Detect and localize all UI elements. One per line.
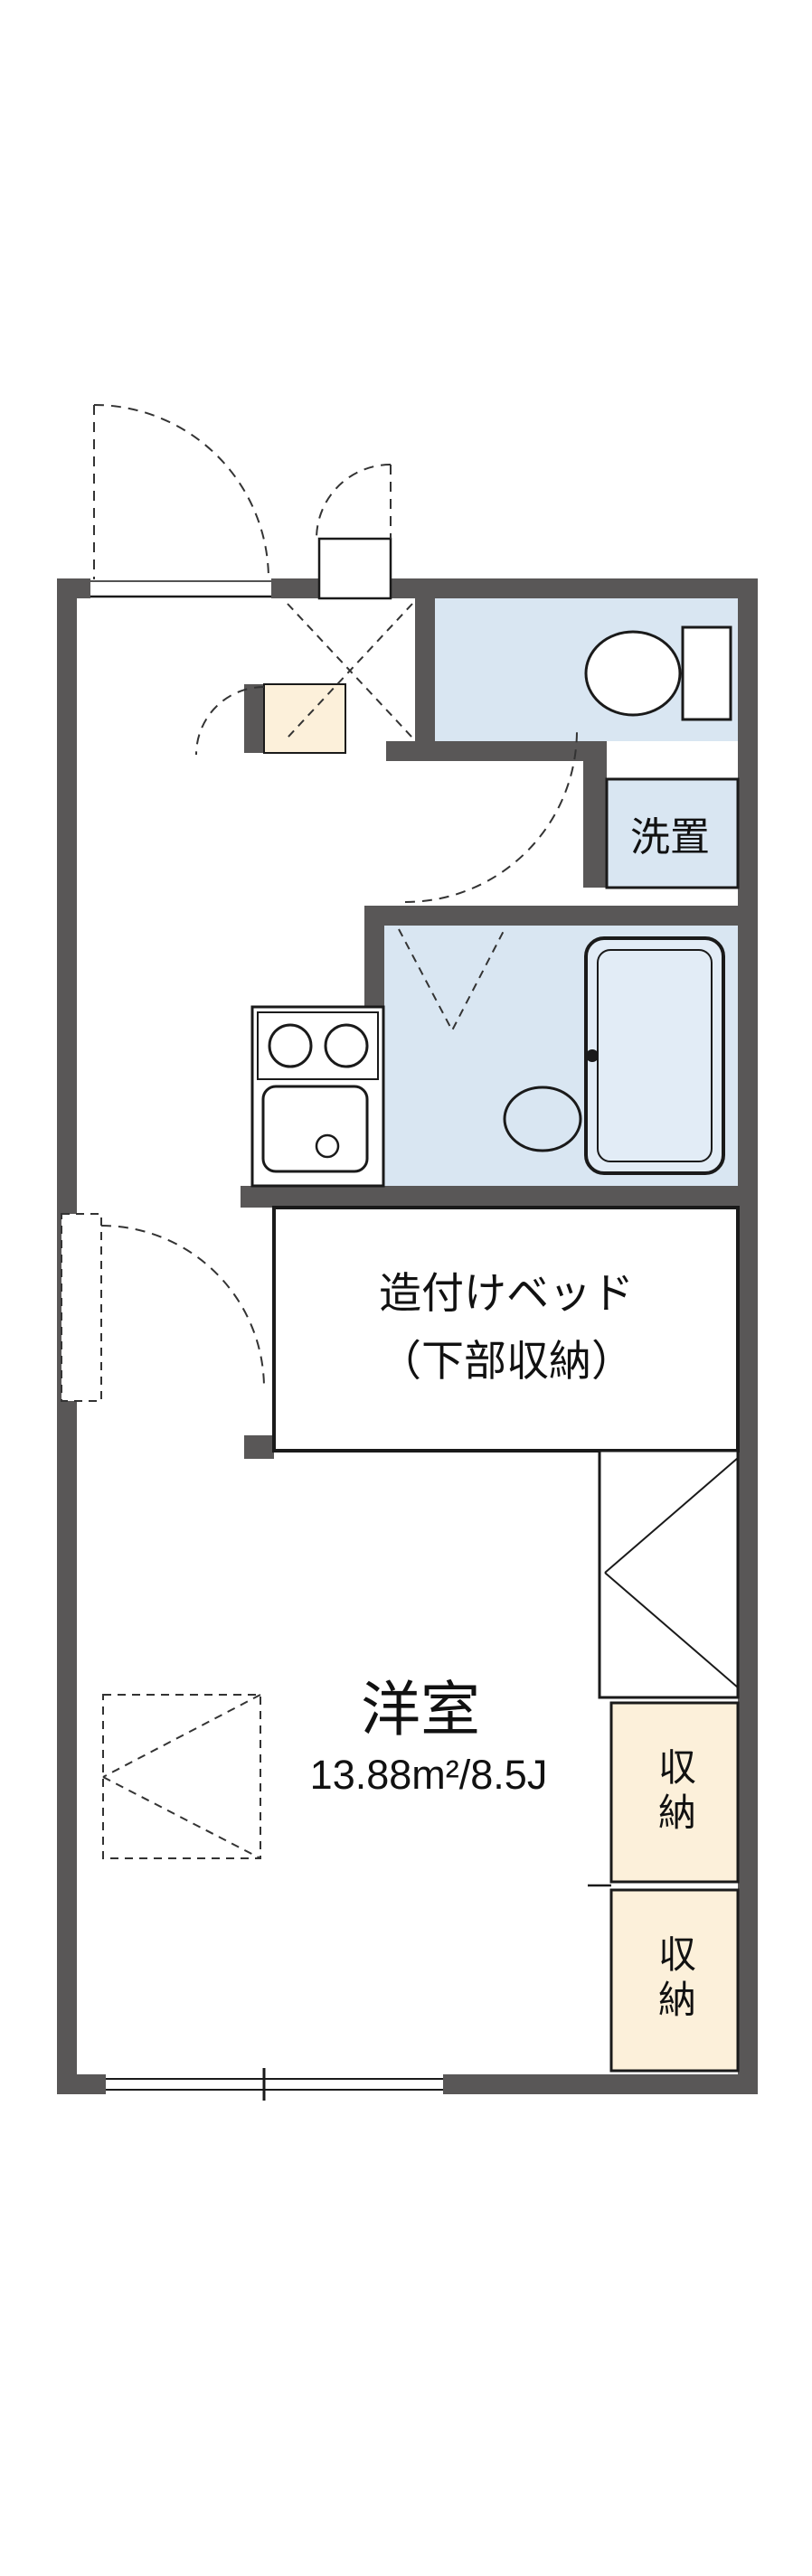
genkan-step <box>263 683 346 754</box>
toilet-icon <box>584 625 732 721</box>
shoe-cabinet-door-swing <box>195 686 265 756</box>
chevron-box-outline <box>102 1694 261 1859</box>
chevron-line <box>102 1694 261 1778</box>
room-size-label: 13.88m²/8.5J <box>309 1752 548 1798</box>
stove-burner <box>324 1023 369 1068</box>
storage-closet-bottom <box>609 1888 740 2073</box>
bathtub-outer <box>584 936 725 1175</box>
meter-box-door-swing <box>316 464 392 540</box>
room-name-label: 洋室 <box>361 1676 480 1743</box>
wall-genkan-stub <box>244 684 264 753</box>
kitchen-unit <box>250 1005 385 1188</box>
wall-above-bed <box>241 1186 738 1208</box>
laundry-label: 洗置 <box>630 815 710 860</box>
bed-label-line2: （下部収納） <box>379 1337 634 1385</box>
genkan-cross-line <box>287 603 413 738</box>
toilet-bowl <box>584 630 682 717</box>
wall-right <box>738 578 758 2094</box>
bathtub-icon <box>584 936 725 1175</box>
niche-outline <box>598 1449 740 1699</box>
window-symbol <box>106 2068 443 2101</box>
entrance-door-swing <box>93 404 269 580</box>
storage-label-bottom: 収納 <box>653 1934 696 2025</box>
niche-box <box>598 1449 740 1699</box>
meter-box <box>317 537 392 600</box>
wall-laundry-stub <box>583 741 607 888</box>
sink-drain <box>315 1133 340 1159</box>
niche-diagonal <box>604 1457 739 1574</box>
genkan-cross-marks <box>287 603 413 738</box>
door-swing-arcs <box>93 404 578 1389</box>
wall-bed-stub <box>244 1435 274 1459</box>
bed-label: 造付けベッド （下部収納） <box>379 1259 634 1395</box>
window-gap <box>106 2073 443 2096</box>
left-door-swing <box>100 1225 265 1389</box>
chevron-box <box>102 1694 261 1859</box>
bathtub-faucet <box>586 1049 599 1062</box>
bath-door-fold <box>398 928 505 1033</box>
storage-label-top: 収納 <box>653 1747 696 1838</box>
laundry-pan <box>605 777 740 889</box>
niche-diagonal <box>604 1572 739 1688</box>
washbowl-icon <box>503 1086 582 1152</box>
wall-toilet-stub <box>415 598 435 741</box>
bed-label-line1: 造付けベッド <box>379 1268 634 1317</box>
wall-toilet-bottom <box>386 741 607 761</box>
sink-icon <box>261 1085 369 1173</box>
built-in-bed <box>272 1206 740 1453</box>
stove-burner <box>268 1023 313 1068</box>
toilet-tank <box>681 625 732 721</box>
sink-basin <box>261 1085 369 1173</box>
wall-bath-top <box>364 906 738 926</box>
stove-icon <box>257 1011 379 1080</box>
entrance-opening <box>90 577 271 600</box>
washroom-door-swing <box>404 729 578 903</box>
chevron-line <box>102 1776 261 1859</box>
storage-closets <box>588 1701 740 2073</box>
storage-closet-top <box>609 1701 740 1884</box>
left-door-pocket <box>61 1213 102 1402</box>
